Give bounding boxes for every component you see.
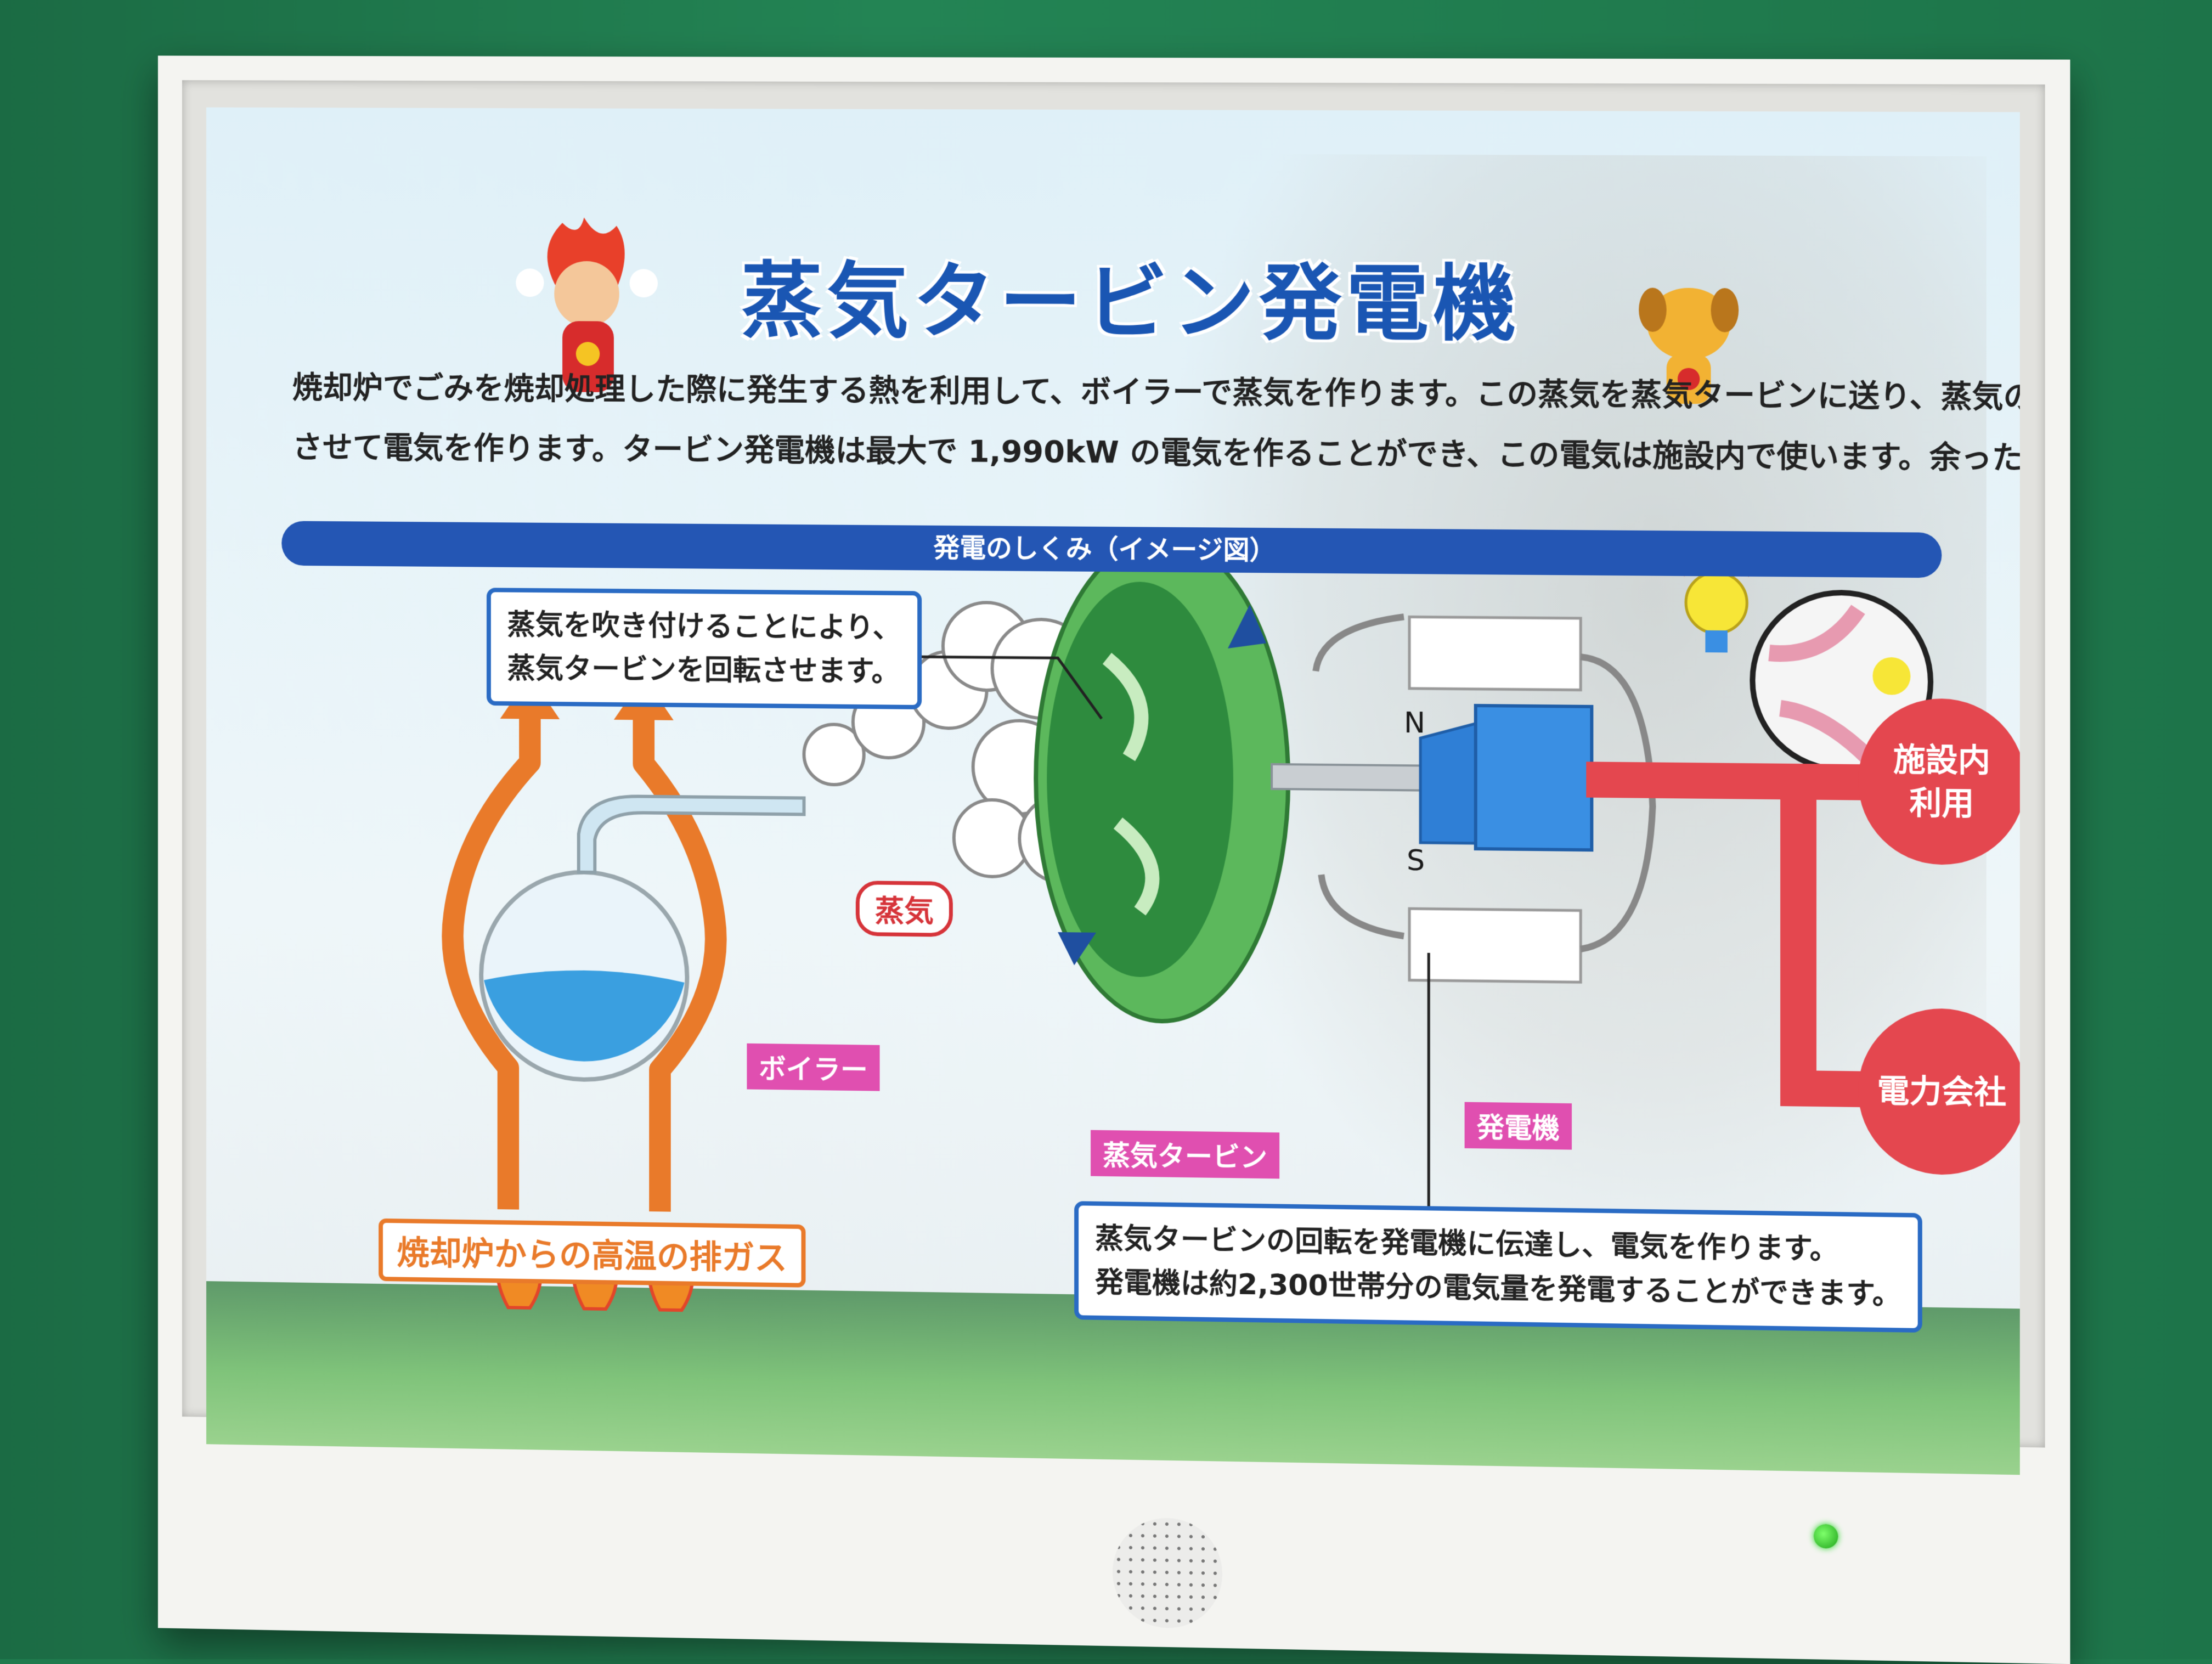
- light-bulb-icon: [1675, 547, 1758, 653]
- panel-title: 蒸気タービン発電機: [741, 253, 1521, 353]
- callout-steam-blow: 蒸気を吹き付けることにより、 蒸気タービンを回転させます。: [486, 588, 922, 710]
- facility-line-1: 施設内: [1893, 741, 1990, 780]
- utility-label: 電力会社: [1877, 1071, 2007, 1112]
- info-panel: N S 蒸気タービン発電機 焼却炉でごみを焼却処理した際に発生する熱を利用して、…: [206, 107, 2020, 1475]
- intro-line-1: 焼却炉でごみを焼却処理した際に発生する熱を利用して、ボイラーで蒸気を作ります。こ…: [292, 369, 2020, 418]
- callout-generator-info: 蒸気タービンの回転を発電機に伝達し、電気を作ります。 発電機は約2,300世帯分…: [1074, 1201, 1923, 1333]
- intro-line-2: させて電気を作ります。タービン発電機は最大で 1,990kW の電気を作ることが…: [292, 430, 2020, 480]
- callout-top-line-2: 蒸気タービンを回転させます。: [507, 652, 900, 689]
- power-led: [1813, 1524, 1838, 1549]
- display-frame: N S 蒸気タービン発電機 焼却炉でごみを焼却処理した際に発生する熱を利用して、…: [157, 55, 2070, 1664]
- intro-text: 焼却炉でごみを焼却処理した際に発生する熱を利用して、ボイラーで蒸気を作ります。こ…: [292, 358, 2020, 488]
- magnet-n-label: N: [1404, 707, 1425, 740]
- mascot-dog-character: [1639, 287, 1739, 404]
- mascot-fire-character: [516, 217, 658, 392]
- label-steam-turbine: 蒸気タービン: [1091, 1130, 1280, 1179]
- label-generator: 発電機: [1464, 1102, 1572, 1150]
- speaker-grille: [1112, 1517, 1222, 1629]
- diagram-graphics: N S: [206, 217, 2020, 1475]
- facility-line-2: 利用: [1909, 784, 1974, 822]
- label-boiler: ボイラー: [747, 1043, 880, 1091]
- label-exhaust-gas: 焼却炉からの高温の排ガス: [379, 1218, 806, 1288]
- boiler-sphere: [481, 795, 804, 1082]
- label-steam: 蒸気: [855, 881, 953, 937]
- generator: [1316, 616, 1652, 983]
- magnet-s-label: S: [1407, 844, 1425, 877]
- steam-turbine: [1036, 537, 1288, 1023]
- callout-top-line-1: 蒸気を吹き付けることにより、: [507, 608, 901, 645]
